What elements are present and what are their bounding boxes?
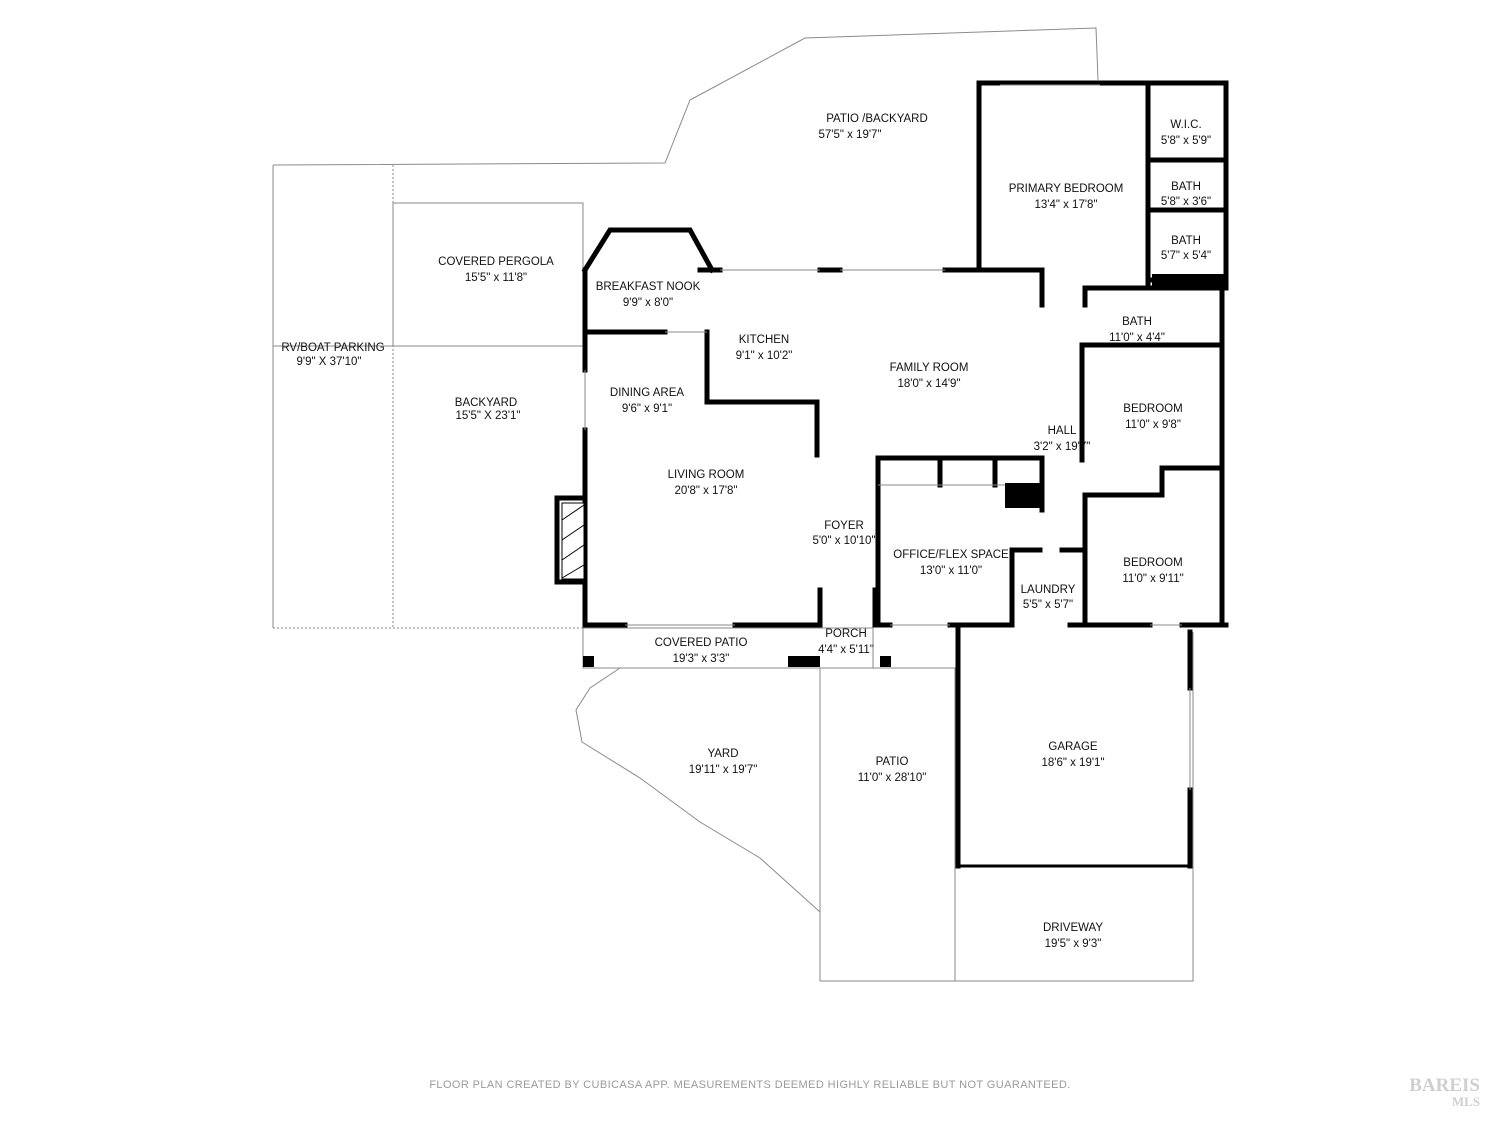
room-label-covered-patio: COVERED PATIO 19'3" x 3'3" xyxy=(655,637,748,665)
room-label-porch: PORCH 4'4" x 5'11" xyxy=(818,628,874,656)
room-label-breakfast-nook: BREAKFAST NOOK 9'9" x 8'0" xyxy=(596,281,701,309)
svg-text:5'0" x 10'10": 5'0" x 10'10" xyxy=(812,535,875,547)
svg-text:13'4" x 17'8": 13'4" x 17'8" xyxy=(1034,199,1097,211)
room-label-driveway: DRIVEWAY 19'5" x 9'3" xyxy=(1043,922,1103,950)
svg-text:COVERED PERGOLA: COVERED PERGOLA xyxy=(438,256,554,268)
svg-text:PORCH: PORCH xyxy=(825,628,867,640)
svg-text:DRIVEWAY: DRIVEWAY xyxy=(1043,922,1103,934)
solid-blocks xyxy=(561,274,1226,667)
svg-text:11'0" x 28'10": 11'0" x 28'10" xyxy=(858,772,927,784)
walls xyxy=(554,80,1229,869)
svg-text:FAMILY ROOM: FAMILY ROOM xyxy=(890,362,969,374)
svg-text:PATIO: PATIO xyxy=(876,756,909,768)
svg-text:15'5" X 23'1": 15'5" X 23'1" xyxy=(456,410,521,422)
svg-text:5'5" x 5'7": 5'5" x 5'7" xyxy=(1023,599,1073,611)
room-label-bedroom-2: BEDROOM 11'0" x 9'11" xyxy=(1122,557,1183,585)
svg-text:18'0" x 14'9": 18'0" x 14'9" xyxy=(897,378,960,390)
svg-text:OFFICE/FLEX SPACE: OFFICE/FLEX SPACE xyxy=(893,549,1009,561)
room-label-patio-backyard: PATIO /BACKYARD 57'5" x 19'7" xyxy=(818,113,927,141)
svg-text:BATH: BATH xyxy=(1122,316,1152,328)
svg-text:HALL: HALL xyxy=(1048,425,1077,437)
svg-text:YARD: YARD xyxy=(707,748,738,760)
watermark-top: BAREIS xyxy=(1409,1075,1480,1096)
svg-text:BACKYARD: BACKYARD xyxy=(455,397,517,409)
svg-text:19'3" x 3'3": 19'3" x 3'3" xyxy=(673,653,730,665)
svg-text:GARAGE: GARAGE xyxy=(1048,741,1098,753)
svg-text:5'8" x 5'9": 5'8" x 5'9" xyxy=(1161,135,1211,147)
svg-text:11'0" x 4'4": 11'0" x 4'4" xyxy=(1109,332,1165,344)
svg-text:13'0" x 11'0": 13'0" x 11'0" xyxy=(920,565,982,577)
svg-text:15'5" x 11'8": 15'5" x 11'8" xyxy=(465,272,527,284)
room-label-kitchen: KITCHEN 9'1" x 10'2" xyxy=(736,334,793,362)
svg-text:PATIO /BACKYARD: PATIO /BACKYARD xyxy=(826,113,928,125)
svg-text:4'4" x 5'11": 4'4" x 5'11" xyxy=(818,644,874,656)
svg-text:57'5" x 19'7": 57'5" x 19'7" xyxy=(818,129,881,141)
svg-text:BEDROOM: BEDROOM xyxy=(1123,557,1182,569)
svg-text:BREAKFAST NOOK: BREAKFAST NOOK xyxy=(596,281,701,293)
room-label-bath-3: BATH 11'0" x 4'4" xyxy=(1109,316,1165,344)
svg-text:DINING AREA: DINING AREA xyxy=(610,387,684,399)
svg-text:18'6" x 19'1": 18'6" x 19'1" xyxy=(1041,757,1104,769)
svg-text:5'7" x 5'4": 5'7" x 5'4" xyxy=(1161,250,1211,262)
svg-text:9'1" x 10'2": 9'1" x 10'2" xyxy=(736,350,793,362)
svg-text:FOYER: FOYER xyxy=(824,520,864,532)
footer-disclaimer: FLOOR PLAN CREATED BY CUBICASA APP. MEAS… xyxy=(429,1079,1071,1091)
svg-text:9'9" x 8'0": 9'9" x 8'0" xyxy=(623,297,673,309)
svg-text:9'6" x 9'1": 9'6" x 9'1" xyxy=(622,403,672,415)
svg-text:5'8" x 3'6": 5'8" x 3'6" xyxy=(1161,196,1211,208)
room-label-garage: GARAGE 18'6" x 19'1" xyxy=(1041,741,1104,769)
room-label-living-room: LIVING ROOM 20'8" x 17'8" xyxy=(668,469,745,497)
svg-text:19'11" x 19'7": 19'11" x 19'7" xyxy=(689,764,758,776)
outdoor-outlines xyxy=(272,27,1194,982)
svg-text:BATH: BATH xyxy=(1171,181,1201,193)
room-label-wic: W.I.C. 5'8" x 5'9" xyxy=(1161,119,1211,147)
room-label-bedroom-1: BEDROOM 11'0" x 9'8" xyxy=(1123,403,1182,431)
svg-text:BEDROOM: BEDROOM xyxy=(1123,403,1182,415)
watermark-bottom: MLS xyxy=(1451,1094,1480,1109)
room-label-patio: PATIO 11'0" x 28'10" xyxy=(858,756,927,784)
room-label-hall: HALL 3'2" x 19'7" xyxy=(1034,425,1091,453)
svg-text:20'8" x 17'8": 20'8" x 17'8" xyxy=(674,485,737,497)
room-label-office: OFFICE/FLEX SPACE 13'0" x 11'0" xyxy=(893,549,1009,577)
svg-text:COVERED PATIO: COVERED PATIO xyxy=(655,637,748,649)
room-label-family-room: FAMILY ROOM 18'0" x 14'9" xyxy=(890,362,969,390)
svg-text:PRIMARY BEDROOM: PRIMARY BEDROOM xyxy=(1009,183,1124,195)
room-label-bath-2: BATH 5'7" x 5'4" xyxy=(1161,235,1211,262)
room-label-laundry: LAUNDRY 5'5" x 5'7" xyxy=(1021,584,1076,611)
room-label-covered-pergola: COVERED PERGOLA 15'5" x 11'8" xyxy=(438,256,554,284)
room-label-yard: YARD 19'11" x 19'7" xyxy=(689,748,758,776)
svg-text:9'9" X 37'10": 9'9" X 37'10" xyxy=(297,356,362,368)
room-label-rv-boat-parking: RV/BOAT PARKING 9'9" X 37'10" xyxy=(281,342,384,368)
room-label-foyer: FOYER 5'0" x 10'10" xyxy=(812,520,875,547)
svg-text:RV/BOAT PARKING: RV/BOAT PARKING xyxy=(281,342,384,354)
room-label-primary-bedroom: PRIMARY BEDROOM 13'4" x 17'8" xyxy=(1009,183,1124,211)
svg-text:KITCHEN: KITCHEN xyxy=(739,334,789,346)
room-label-dining-area: DINING AREA 9'6" x 9'1" xyxy=(610,387,684,415)
svg-text:19'5" x 9'3": 19'5" x 9'3" xyxy=(1045,938,1102,950)
svg-text:LIVING ROOM: LIVING ROOM xyxy=(668,469,745,481)
svg-text:11'0" x 9'8": 11'0" x 9'8" xyxy=(1125,419,1181,431)
svg-text:11'0" x 9'11": 11'0" x 9'11" xyxy=(1122,573,1183,585)
room-label-backyard: BACKYARD 15'5" X 23'1" xyxy=(455,397,521,422)
svg-text:W.I.C.: W.I.C. xyxy=(1170,119,1201,131)
svg-text:3'2" x 19'7": 3'2" x 19'7" xyxy=(1034,441,1091,453)
mls-watermark-logo: BAREIS MLS xyxy=(1409,1076,1480,1108)
svg-text:LAUNDRY: LAUNDRY xyxy=(1021,584,1076,596)
room-label-bath-1: BATH 5'8" x 3'6" xyxy=(1161,181,1211,208)
svg-text:BATH: BATH xyxy=(1171,235,1201,247)
